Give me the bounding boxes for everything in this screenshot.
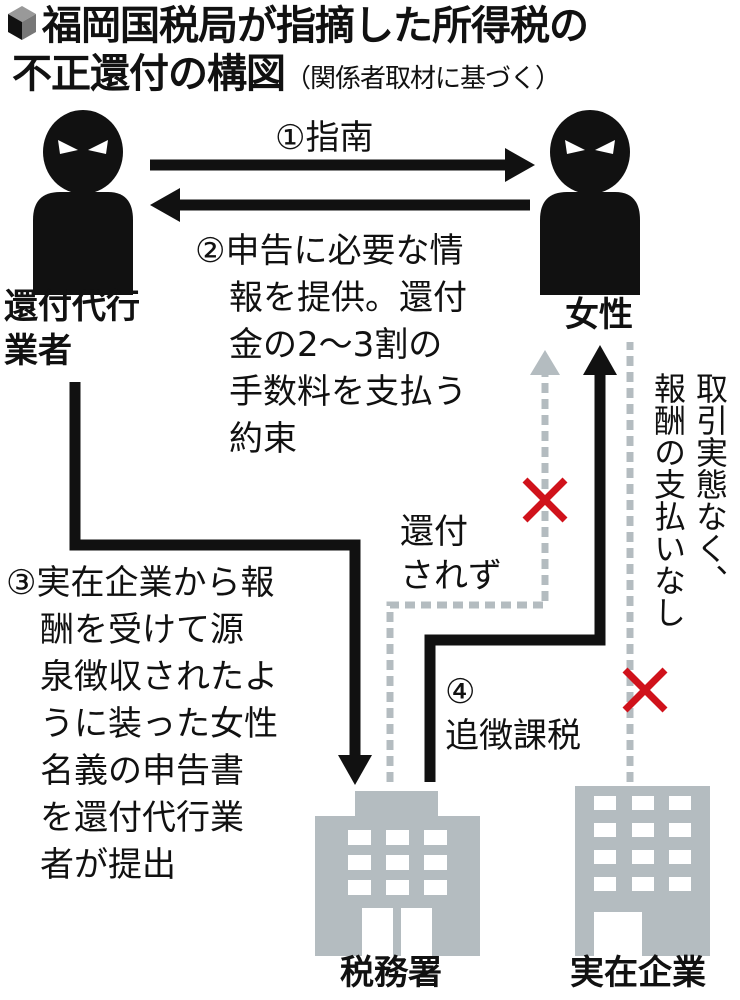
- woman-person-icon: [540, 110, 640, 295]
- tax-office-building-icon: [315, 791, 480, 956]
- title-line-1: 福岡国税局が指摘した所得税の: [42, 3, 589, 49]
- step-2-info: ②申告に必要な情 報を提供。還付 金の2～3割の 手数料を支払う 約束: [195, 231, 467, 459]
- title-line-2: 不正還付の構図（関係者取材に基づく）: [12, 50, 561, 103]
- arrow-filing: [69, 382, 372, 785]
- step-4-additional-tax: ④ 追徴課税: [445, 672, 581, 756]
- title-main: 不正還付の構図: [12, 51, 286, 97]
- arrow-guidance: [150, 148, 535, 182]
- red-x-icon: [522, 477, 568, 523]
- label-no-transaction: 取引実態なく、: [691, 372, 729, 596]
- label-no-refund: 還付 されず: [400, 512, 502, 596]
- step-1-guidance: ①指南: [275, 118, 374, 158]
- label-agent: 還付代行 業者: [4, 287, 140, 371]
- step-3-filing: ③実在企業から報 酬を受けて源 泉徴収されたよ うに装った女性 名義の申告書 を…: [6, 563, 278, 885]
- label-no-payment: 報酬の支払いなし: [649, 372, 687, 628]
- label-woman: 女性: [565, 295, 633, 335]
- label-company: 実在企業: [570, 953, 706, 993]
- agent-person-icon: [33, 110, 133, 295]
- arrow-refund-denied: [386, 350, 560, 782]
- arrow-additional-tax: [424, 345, 617, 782]
- arrow-info-provided: [150, 188, 530, 222]
- title-source: （関係者取材に基づく）: [285, 64, 561, 94]
- company-building-icon: [575, 786, 710, 956]
- label-tax-office: 税務署: [340, 953, 442, 993]
- red-x-icon: [622, 667, 668, 713]
- title-cube-icon: [8, 6, 36, 40]
